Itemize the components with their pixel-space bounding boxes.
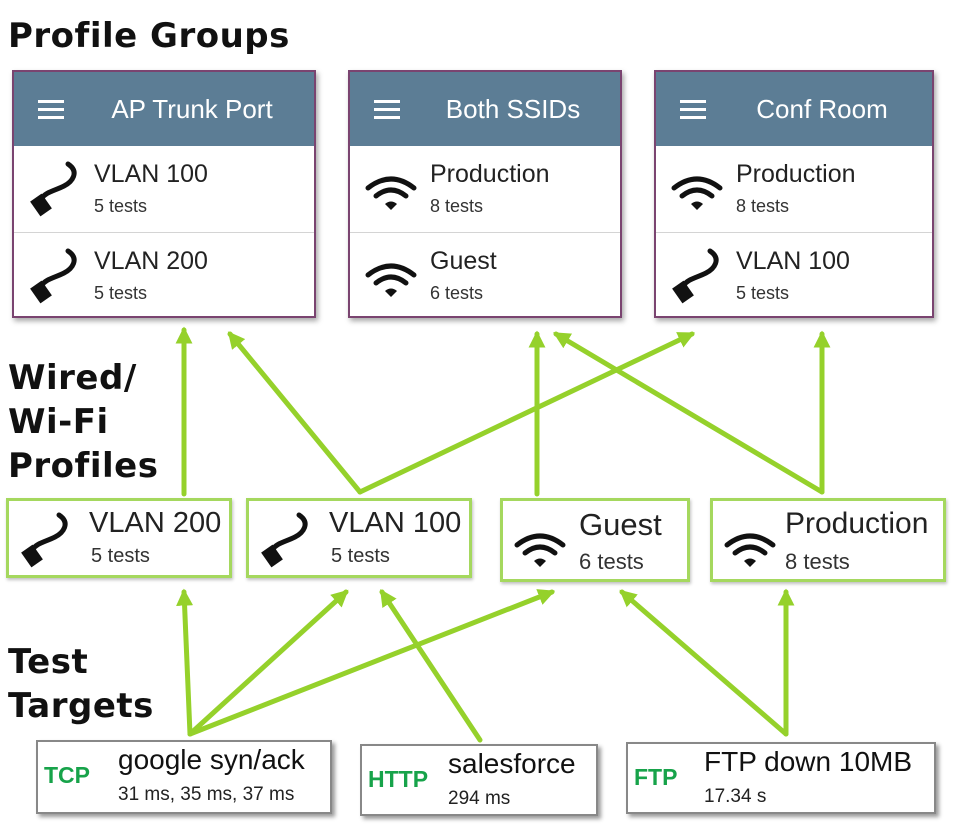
target-subtitle: 17.34 s (704, 786, 767, 807)
wifi-icon (514, 533, 566, 567)
protocol-label: FTP (634, 764, 678, 790)
arrow-tcp-to-vlan200 (176, 588, 194, 737)
arrow-ftp-to-guest (619, 589, 789, 737)
row-subtitle: 5 tests (736, 283, 790, 303)
cable-icon (261, 512, 308, 568)
arrow-tcp-to-vlan100 (187, 589, 349, 737)
group-row[interactable]: VLAN 100 5 tests (656, 232, 932, 319)
profile-title: Production (785, 507, 929, 540)
group-row[interactable]: Production 8 tests (350, 146, 620, 232)
section-label-text: Targets (8, 686, 154, 726)
profile-subtitle: 6 tests (579, 549, 644, 574)
group-row[interactable]: Guest 6 tests (350, 232, 620, 319)
protocol-label: TCP (44, 762, 90, 788)
hamburger-menu-icon[interactable] (374, 100, 400, 119)
section-label-profile-groups: Profile Groups (8, 14, 290, 58)
group-header: Both SSIDs (350, 72, 620, 146)
cable-icon (30, 161, 77, 217)
profile-title: VLAN 100 (329, 507, 462, 539)
profile-subtitle: 5 tests (331, 545, 390, 567)
row-subtitle: 8 tests (430, 196, 484, 216)
cable-icon (21, 512, 68, 568)
cable-icon (672, 248, 719, 304)
wifi-icon (671, 176, 723, 210)
group-row[interactable]: Production 8 tests (656, 146, 932, 232)
section-label-text: Profile Groups (8, 16, 290, 56)
row-title: Production (430, 160, 550, 188)
section-label-text: Test (8, 642, 89, 682)
row-subtitle: 6 tests (430, 283, 484, 303)
profile-box-production[interactable]: Production 8 tests (710, 498, 946, 582)
target-subtitle: 294 ms (448, 788, 511, 809)
section-label-text: Wi-Fi (8, 402, 109, 442)
test-target-salesforce[interactable]: HTTP salesforce 294 ms (360, 744, 598, 816)
profile-title: Guest (579, 507, 662, 542)
arrow-tcp-to-guest (187, 589, 556, 737)
wifi-icon (365, 263, 417, 297)
group-title: AP Trunk Port (111, 94, 273, 124)
row-title: Guest (430, 247, 497, 275)
row-subtitle: 5 tests (94, 283, 148, 303)
row-subtitle: 8 tests (736, 196, 790, 216)
profile-group-card-both-ssids[interactable]: Both SSIDs Production 8 tests Guest 6 te… (348, 70, 622, 318)
hamburger-menu-icon[interactable] (38, 100, 64, 119)
arrow-vlan100-to-ap-trunk (227, 331, 363, 495)
profile-group-card-conf-room[interactable]: Conf Room Production 8 tests VLAN 100 5 … (654, 70, 934, 318)
row-title: Production (736, 160, 856, 188)
cable-icon (30, 248, 77, 304)
group-header: AP Trunk Port (14, 72, 314, 146)
row-title: VLAN 100 (736, 247, 850, 275)
target-subtitle: 31 ms, 35 ms, 37 ms (118, 784, 295, 805)
profile-subtitle: 5 tests (91, 545, 150, 567)
row-title: VLAN 100 (94, 160, 208, 188)
profile-box-vlan-200[interactable]: VLAN 200 5 tests (6, 498, 232, 578)
group-title: Both SSIDs (445, 94, 581, 124)
arrow-vlan100-to-conf-room (357, 331, 696, 495)
group-header: Conf Room (656, 72, 932, 146)
protocol-label: HTTP (368, 766, 429, 792)
row-subtitle: 5 tests (94, 196, 148, 216)
group-row[interactable]: VLAN 100 5 tests (14, 146, 314, 232)
profile-box-vlan-100[interactable]: VLAN 100 5 tests (246, 498, 472, 578)
profile-title: VLAN 200 (89, 507, 222, 539)
section-label-test-targets: Test Targets (8, 640, 154, 728)
target-title: salesforce (448, 748, 576, 779)
test-target-google-syn-ack[interactable]: TCP google syn/ack 31 ms, 35 ms, 37 ms (36, 740, 332, 814)
profile-group-card-ap-trunk-port[interactable]: AP Trunk Port VLAN 100 5 tests VLAN 200 … (12, 70, 316, 318)
wifi-icon (365, 176, 417, 210)
target-title: FTP down 10MB (704, 746, 913, 777)
arrow-http-to-vlan100 (379, 589, 483, 743)
arrow-production-to-both-ssids (553, 331, 825, 495)
profile-box-guest[interactable]: Guest 6 tests (500, 498, 690, 582)
wifi-icon (724, 533, 776, 567)
group-row[interactable]: VLAN 200 5 tests (14, 232, 314, 319)
target-title: google syn/ack (118, 744, 305, 775)
section-label-text: Wired/ (8, 358, 137, 398)
test-target-ftp-down-10mb[interactable]: FTP FTP down 10MB 17.34 s (626, 742, 936, 814)
profile-subtitle: 8 tests (785, 549, 850, 574)
section-label-text: Profiles (8, 446, 159, 486)
hamburger-menu-icon[interactable] (680, 100, 706, 119)
section-label-profiles: Wired/ Wi-Fi Profiles (8, 356, 158, 488)
group-title: Conf Room (756, 94, 888, 124)
row-title: VLAN 200 (94, 247, 208, 275)
